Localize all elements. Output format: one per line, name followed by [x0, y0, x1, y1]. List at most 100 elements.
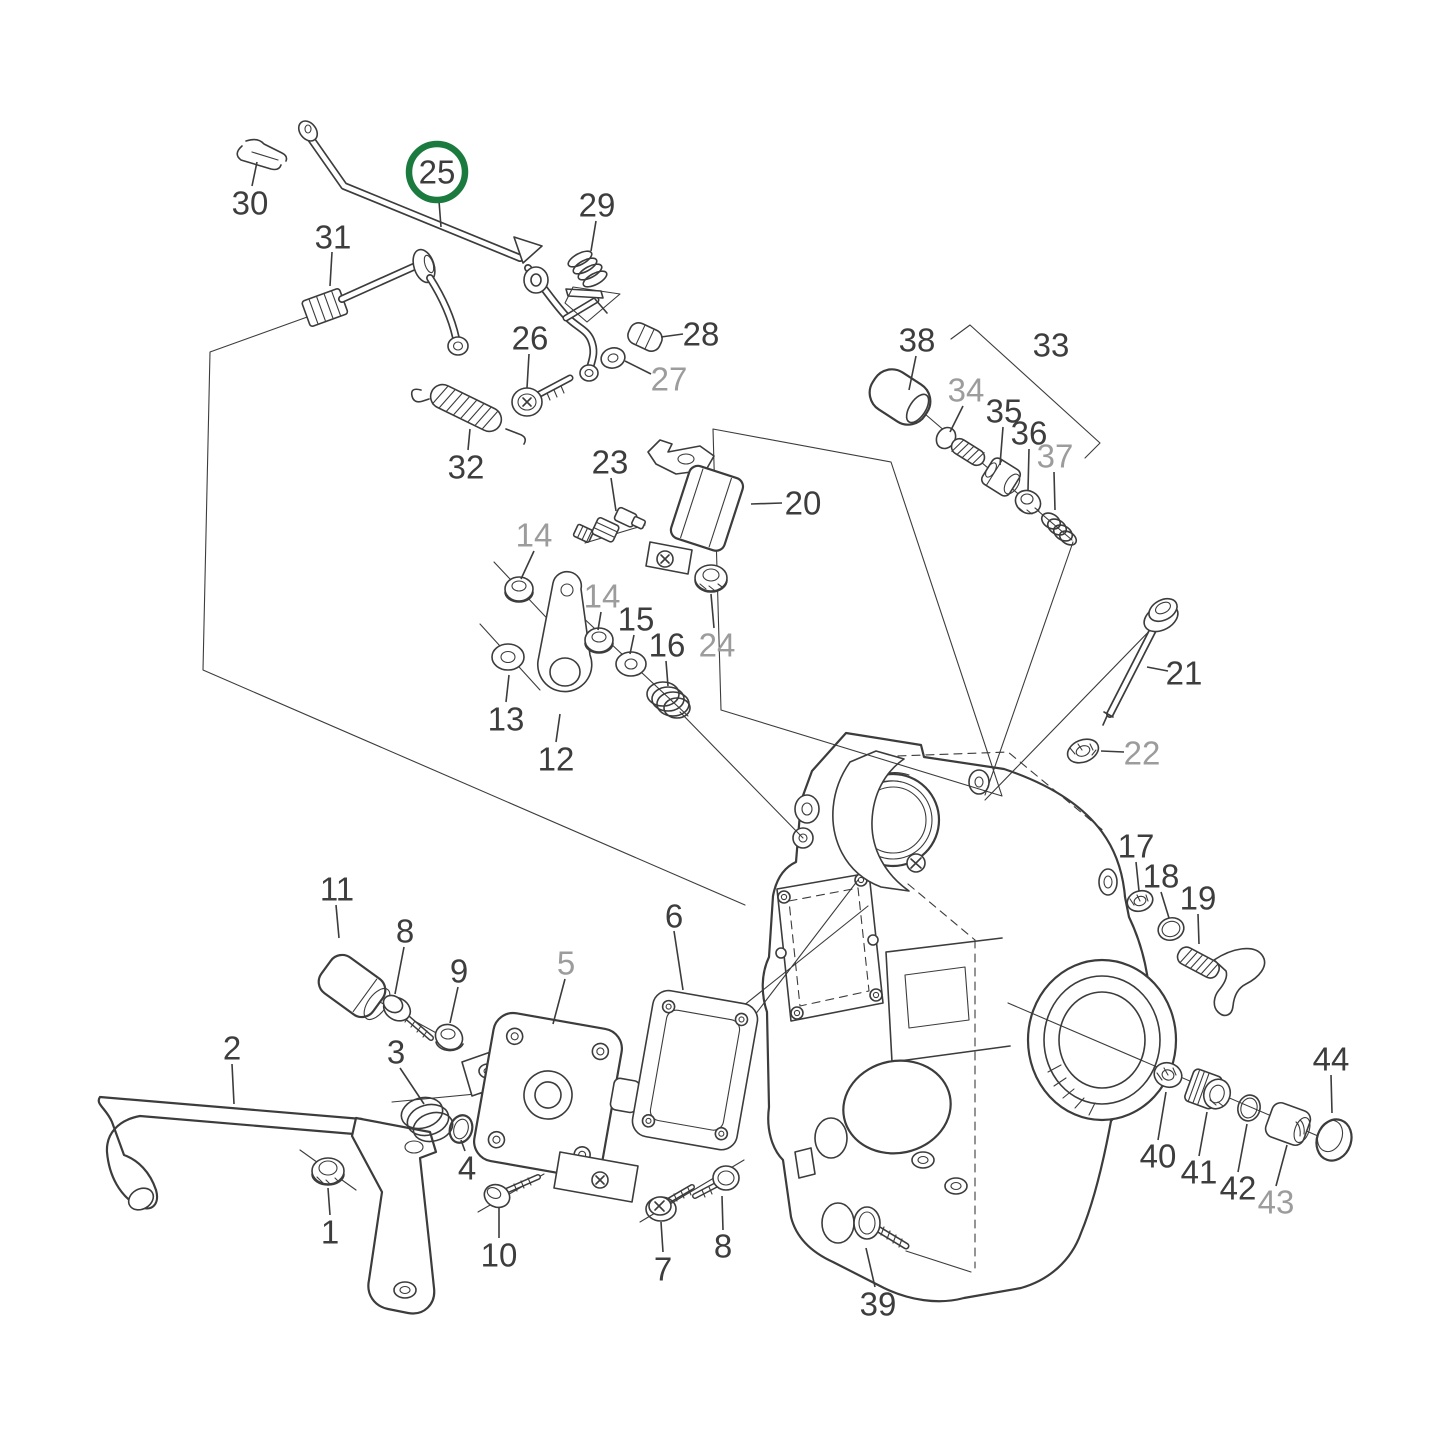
leader-line-41	[1198, 1111, 1208, 1157]
leader-line-25	[438, 200, 442, 228]
part-15-washer	[615, 651, 647, 677]
callout-3: 3	[387, 1034, 405, 1071]
part-18-o-ring	[1157, 916, 1185, 942]
callout-27: 27	[651, 361, 688, 398]
leader-line-4	[460, 1139, 466, 1152]
leader-line-12	[555, 713, 561, 743]
leader-line-1	[327, 1187, 331, 1216]
callout-31: 31	[315, 219, 352, 256]
leader-line-30	[251, 161, 258, 187]
part-12-lever-plate	[536, 570, 593, 693]
callout-21: 21	[1166, 655, 1203, 692]
callout-26: 26	[512, 320, 549, 357]
leader-line-7	[660, 1221, 664, 1253]
leader-line-14	[520, 550, 535, 580]
callout-19: 19	[1180, 880, 1217, 917]
part-1-flange-nut	[311, 1157, 345, 1186]
part-43-bushing	[1264, 1101, 1312, 1147]
part-11-cap	[317, 953, 391, 1021]
part-5-cover-plate	[461, 1011, 641, 1203]
leader-line-11	[335, 904, 340, 939]
callout-5: 5	[557, 945, 575, 982]
leader-line-32	[467, 428, 471, 451]
part-7-bolt-washer	[645, 1184, 695, 1222]
callout-37: 37	[1037, 438, 1074, 475]
leader-line-34	[949, 405, 964, 433]
callout-1: 1	[321, 1214, 339, 1251]
callout-34: 34	[948, 372, 985, 409]
leader-line-43	[1275, 1144, 1288, 1187]
callout-12: 12	[538, 741, 575, 778]
callout-15: 15	[618, 601, 655, 638]
leader-line-13	[505, 674, 510, 703]
callout-8: 8	[714, 1228, 732, 1265]
callout-6: 6	[665, 898, 683, 935]
leader-line-19	[1197, 913, 1200, 945]
leader-line-14	[597, 611, 602, 631]
leader-line-28	[660, 333, 684, 338]
callout-23: 23	[592, 444, 629, 481]
callout-17: 17	[1118, 828, 1155, 865]
callout-25: 25	[419, 154, 456, 191]
leader-line-5	[552, 978, 566, 1025]
callout-9: 9	[450, 953, 468, 990]
part-23-switch	[572, 506, 646, 544]
callout-35: 35	[986, 393, 1023, 430]
callout-28: 28	[683, 316, 720, 353]
part-19-spring-lever	[1176, 946, 1266, 1017]
leader-line-2	[231, 1063, 235, 1105]
leader-line-35	[999, 426, 1004, 466]
part-25-shift-rod	[297, 120, 608, 382]
leader-line-31	[329, 251, 333, 287]
part-17-seal-washer	[1126, 889, 1154, 913]
leader-line-6	[673, 930, 684, 991]
callout-8: 8	[396, 913, 414, 950]
leader-line-37	[1053, 471, 1056, 511]
callout-7: 7	[654, 1251, 672, 1288]
part-37-spring	[1040, 512, 1078, 546]
part-28-cap-nut	[627, 322, 663, 352]
callout-36: 36	[1011, 415, 1048, 452]
part-39-bolt	[853, 1206, 910, 1250]
part-6-gasket	[631, 989, 759, 1151]
part-29-detent-spring	[564, 250, 621, 323]
leader-line-44	[1330, 1074, 1333, 1114]
part-30-cotter-pin	[236, 138, 288, 171]
callout-10: 10	[481, 1237, 518, 1274]
callout-43: 43	[1258, 1184, 1295, 1221]
callout-11: 11	[320, 871, 354, 908]
part-27-washer	[600, 347, 626, 369]
callout-14: 14	[584, 578, 621, 615]
leader-line-18	[1160, 891, 1170, 919]
part-16-coil-spring	[646, 681, 691, 719]
callout-20: 20	[785, 485, 822, 522]
leader-line-22	[1100, 750, 1125, 753]
callout-24: 24	[699, 627, 736, 664]
callout-39: 39	[860, 1286, 897, 1323]
callout-16: 16	[649, 627, 686, 664]
part-8-bolt-a	[382, 994, 434, 1041]
part-34-screw-spring	[935, 426, 986, 467]
part-41-plug	[1184, 1068, 1232, 1110]
part-21-through-bolt	[1102, 597, 1179, 726]
leader-line-17	[1135, 861, 1140, 892]
leader-line-40	[1157, 1091, 1167, 1141]
part-36-nut	[1014, 489, 1042, 515]
part-26-pivot-bolt	[511, 374, 574, 417]
callout-13: 13	[488, 701, 525, 738]
part-40-seal-washer	[1153, 1061, 1183, 1089]
callout-41: 41	[1181, 1154, 1218, 1191]
leader-line-3	[399, 1067, 425, 1105]
leader-line-39	[865, 1247, 876, 1288]
part-14-lock-nut-b	[584, 627, 614, 654]
leader-line-24	[710, 593, 715, 629]
part-38-knob-cap	[868, 368, 932, 426]
leader-line-21	[1146, 666, 1169, 672]
callout-33: 33	[1033, 327, 1070, 364]
callout-32: 32	[448, 449, 485, 486]
callout-22: 22	[1124, 735, 1161, 772]
part-4-o-ring	[448, 1114, 474, 1144]
